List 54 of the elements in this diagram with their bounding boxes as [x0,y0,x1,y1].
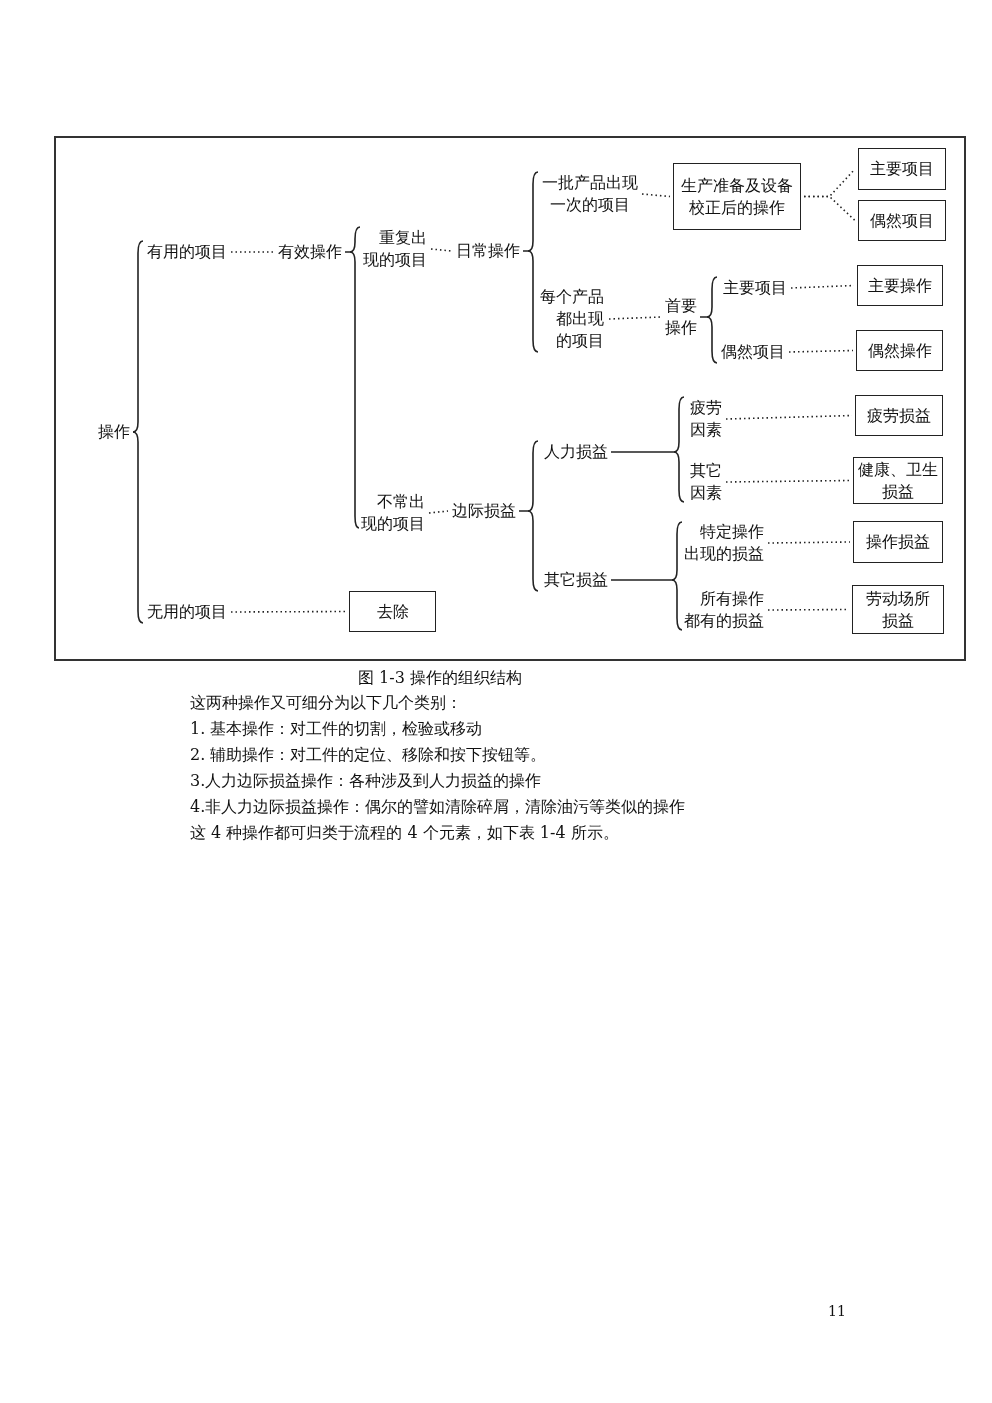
body-text: 2. 辅助操作：对工件的定位、移除和按下按钮等。 [190,744,547,766]
operation-box: 去除 [349,591,436,632]
operation-box: 主要操作 [857,265,943,306]
category-label: 日常操作 [455,240,521,262]
operation-box: 疲劳损益 [855,395,943,436]
brace [610,396,685,503]
body-text: 1. 基本操作：对工件的切割，检验或移动 [190,718,483,740]
operation-box: 偶然操作 [856,330,943,371]
dotted-leader [608,316,662,320]
category-label: 操作 [97,421,131,443]
category-label: 首要操作 [664,295,698,339]
figure-caption: 图 1-3 操作的组织结构 [357,667,523,689]
brace [610,521,683,631]
body-text: 这两种操作又可细分为以下几个类别： [190,692,462,714]
operation-box: 劳动场所损益 [852,585,944,634]
page-number: 11 [828,1302,846,1321]
brace [518,440,539,592]
dotted-leader [725,479,851,483]
category-label: 每个产品都出现的项目 [540,286,606,352]
brace [132,240,144,624]
category-label: 其它损益 [543,569,609,591]
dotted-leader [430,248,453,252]
dotted-leader [428,510,449,514]
category-label: 特定操作出现的损益 [683,521,765,565]
brace [522,171,539,353]
dotted-leader [767,541,851,544]
category-label: 主要项目 [722,277,788,299]
category-label: 疲劳因素 [689,397,723,441]
category-label: 偶然项目 [720,341,786,363]
category-label: 其它因素 [689,460,723,504]
body-text: 这 4 种操作都可归类于流程的 4 个元素，如下表 1-4 所示。 [190,822,619,844]
category-label: 人力损益 [543,441,609,463]
category-label: 边际损益 [451,500,517,522]
category-label: 有效操作 [277,241,343,263]
category-label: 所有操作都有的损益 [683,588,765,632]
category-label: 一批产品出现一次的项目 [541,172,639,216]
category-label: 无用的项目 [146,601,228,623]
dotted-leader [230,610,347,613]
operation-box: 操作损益 [853,521,943,563]
category-label: 重复出现的项目 [362,227,428,271]
dotted-leader [230,251,275,253]
body-text: 4.非人力边际损益操作：偶尔的譬如清除碎屑，清除油污等类似的操作 [190,796,686,818]
operation-box: 偶然项目 [858,200,946,241]
operation-box: 生产准备及设备校正后的操作 [673,163,801,230]
category-label: 有用的项目 [146,241,228,263]
body-text: 3.人力边际损益操作：各种涉及到人力损益的操作 [190,770,542,792]
dotted-leader [641,193,671,198]
dotted-leader [803,195,856,222]
brace [344,226,361,529]
dotted-leader [788,349,854,353]
operation-box: 健康、卫生损益 [853,457,943,504]
operation-box: 主要项目 [858,148,946,190]
category-label: 不常出现的项目 [360,491,426,535]
brace [699,276,718,364]
